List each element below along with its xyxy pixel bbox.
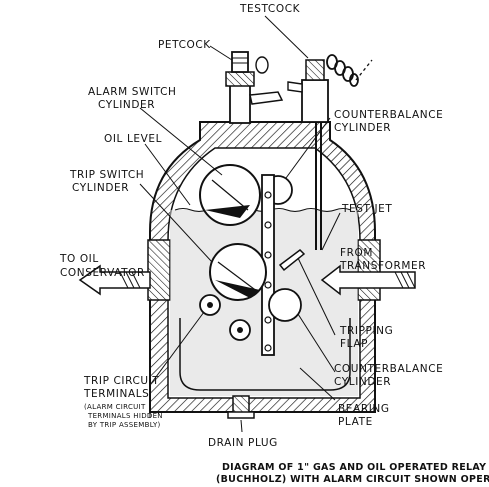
label-alarm-note-1: (ALARM CIRCUIT (84, 403, 146, 411)
label-trip-switch-cylinder: CYLINDER (72, 182, 129, 194)
label-counterbalance-top: COUNTERBALANCE (334, 109, 443, 121)
label-conservator: CONSERVATOR (60, 267, 145, 279)
label-test-jet: TEST JET (341, 203, 392, 215)
label-drain-plug: DRAIN PLUG (208, 437, 278, 449)
label-counterbalance-bottom-cylinder: CYLINDER (334, 376, 391, 388)
testcock (287, 59, 329, 123)
label-testcock: TESTCOCK (239, 3, 301, 15)
counterbalance-cylinder-bottom (268, 288, 302, 322)
label-oil-level: OIL LEVEL (104, 133, 162, 145)
label-trip-circuit: TRIP CIRCUIT (83, 375, 159, 387)
label-plate: PLATE (338, 416, 373, 428)
label-counterbalance-bottom: COUNTERBALANCE (334, 363, 443, 375)
trip-circuit-terminals (199, 294, 251, 341)
caption-line-1: DIAGRAM OF 1" GAS AND OIL OPERATED RELAY (222, 462, 486, 473)
alarm-switch-cylinder (199, 164, 261, 226)
label-group: TESTCOCK PETCOCK ALARM SWITCH CYLINDER C… (59, 3, 443, 449)
label-alarm-switch-cylinder: CYLINDER (98, 99, 155, 111)
drain-plug (227, 395, 255, 419)
flow-arrow-to-conservator (78, 264, 151, 296)
inner-bowl (179, 318, 351, 391)
label-tripping: TRIPPING (339, 325, 393, 337)
label-from: FROM (340, 247, 373, 259)
label-terminals: TERMINALS (83, 388, 149, 400)
caption-line-2: (BUCHHOLZ) WITH ALARM CIRCUIT SHOWN OPER… (216, 474, 489, 485)
label-bearing: BEARING (338, 403, 390, 415)
label-to-oil: TO OIL (59, 253, 99, 265)
testcock-chain (326, 54, 373, 87)
leader-lines (139, 15, 341, 433)
trip-switch-cylinder (209, 243, 267, 301)
test-jet-tube (315, 122, 322, 250)
label-alarm-note-2: TERMINALS HIDDEN (87, 412, 163, 420)
label-alarm-note-3: BY TRIP ASSEMBLY) (88, 421, 161, 429)
flow-arrow-from-transformer (320, 264, 416, 296)
caption: DIAGRAM OF 1" GAS AND OIL OPERATED RELAY… (216, 462, 489, 485)
label-flap: FLAP (340, 338, 368, 350)
label-petcock: PETCOCK (158, 39, 211, 51)
label-trip-switch: TRIP SWITCH (69, 169, 144, 181)
label-alarm-switch: ALARM SWITCH (88, 86, 177, 98)
label-transformer: TRANSFORMER (339, 260, 426, 272)
label-counterbalance-top-cylinder: CYLINDER (334, 122, 391, 134)
petcock (225, 51, 284, 124)
tripping-flap (278, 249, 306, 272)
